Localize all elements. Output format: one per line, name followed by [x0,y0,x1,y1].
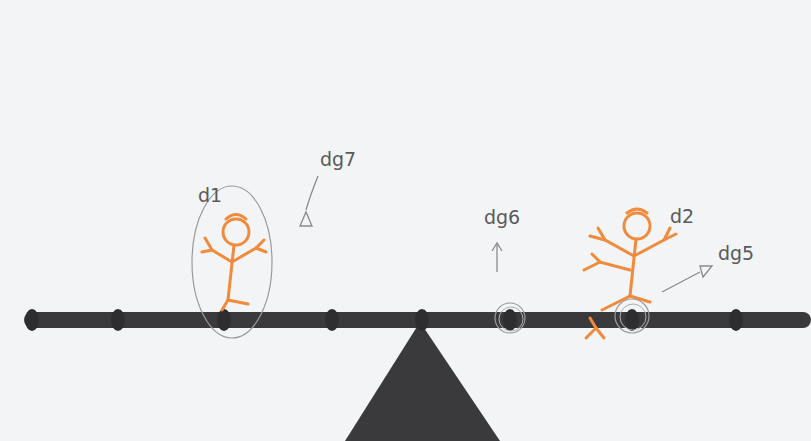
arrow-head [492,243,502,251]
callout-label: d1 [198,186,222,205]
circle-mark [620,304,646,330]
force-triangle [300,212,312,226]
force-triangle [700,266,712,277]
callout-label: dg7 [320,150,356,169]
leader-arrow [496,244,497,272]
fulcrum [345,322,500,441]
stick-figure [202,215,266,311]
leader-line [662,272,700,292]
callout-label: dg5 [718,244,754,263]
callout-label: d2 [670,207,694,226]
callout-label: dg6 [484,208,520,227]
circle-mark [192,186,272,338]
circle-mark [615,299,649,333]
stick-figure [584,209,676,338]
circle-mark [499,307,523,331]
circle-mark [495,303,525,333]
beam-knobs [25,309,743,331]
leader-line [306,176,318,210]
